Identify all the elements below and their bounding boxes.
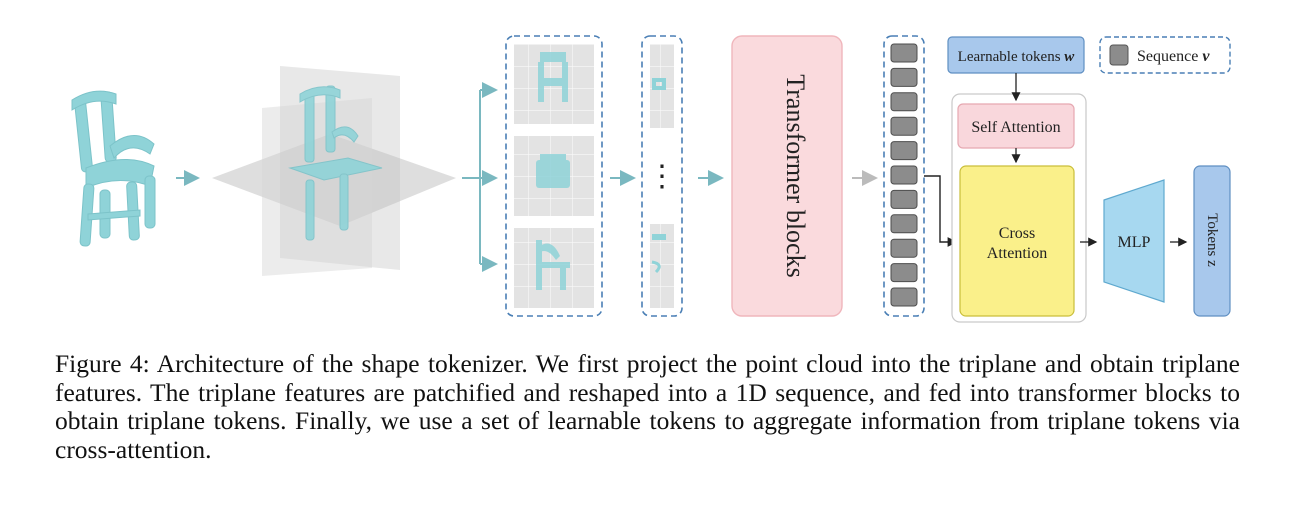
sequence-token (890, 92, 918, 112)
caption-text: Architecture of the shape tokenizer. We … (55, 349, 1240, 464)
mlp-label: MLP (1118, 234, 1151, 251)
transformer-label: Transformer blocks (781, 74, 810, 277)
mlp-block: MLP (1103, 179, 1165, 303)
sequence-legend: Sequence v (1099, 36, 1231, 74)
triplane-projection (212, 66, 456, 276)
learnable-tokens-var: w (1064, 49, 1075, 65)
triplane-features (505, 35, 603, 317)
learnable-tokens-text: Learnable tokens (958, 49, 1065, 65)
learnable-tokens-box: Learnable tokens w (947, 36, 1085, 74)
sequence-token-swatch (1109, 44, 1129, 66)
self-attention-label: Self Attention (971, 119, 1060, 136)
cross-attention-box: Cross Attention (959, 165, 1075, 317)
sequence-token (890, 263, 918, 283)
sequence-token (890, 116, 918, 136)
branch-arrows (462, 82, 498, 272)
sequence-ellipsis: ⋮ (647, 160, 677, 193)
svg-text:Sequence v: Sequence v (1137, 48, 1210, 65)
figure-caption: Figure 4: Architecture of the shape toke… (55, 349, 1240, 464)
sequence-token (890, 238, 918, 258)
sequence-token (890, 67, 918, 87)
svg-text:Learnable tokens w: Learnable tokens w (958, 49, 1076, 65)
sequence-token (890, 165, 918, 185)
sequence-token (890, 214, 918, 234)
sequence-token (890, 287, 918, 307)
cross-attention-label-2: Attention (987, 245, 1047, 262)
sequence-token (890, 141, 918, 161)
sequence-legend-var: v (1202, 48, 1210, 65)
sequence-token (890, 189, 918, 209)
cross-attention-label-1: Cross (999, 225, 1035, 242)
point-cloud-chair (71, 90, 156, 247)
transformer-blocks: Transformer blocks (731, 35, 843, 317)
caption-label: Figure 4: (55, 349, 150, 378)
tokens-z-label: Tokens z (1204, 213, 1220, 267)
sequence-token (890, 43, 918, 63)
triplane-token-sequence (883, 35, 925, 317)
tokens-z-box: Tokens z (1193, 165, 1231, 317)
patch-sequence (641, 35, 683, 317)
self-attention-box: Self Attention (957, 103, 1075, 149)
architecture-diagram: ⋮ Transformer blocks Learnable tokens w … (71, 35, 1231, 323)
sequence-legend-text: Sequence (1137, 48, 1202, 65)
